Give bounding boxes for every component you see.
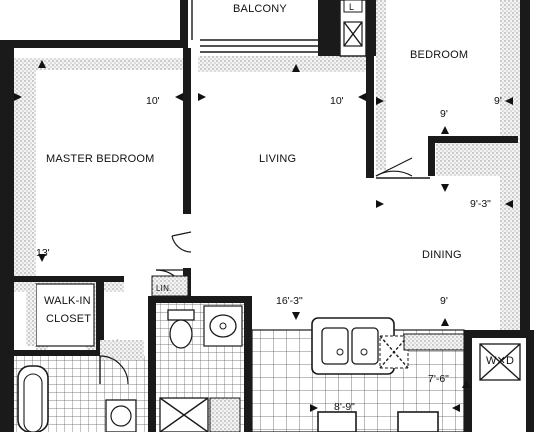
bathroom [156, 303, 244, 432]
label-washer-dryer: W✕D [486, 355, 514, 367]
dim-bedroom-depth: 9' [440, 108, 448, 120]
room-label-dining: DINING [422, 249, 462, 261]
room-label-living: LIVING [259, 153, 296, 165]
walk-in-closet [35, 283, 95, 347]
room-label-balcony: BALCONY [233, 3, 287, 15]
linen-closet [151, 275, 189, 297]
balcony-area [191, 0, 318, 53]
dim-living-width: 10' [330, 95, 344, 107]
dimension-arrows [14, 60, 513, 412]
laundry-closet [472, 338, 526, 432]
dimension-labels: 10' 10' 9' 9' 9'-3" 13' 16'-3" 9' 7'-6" … [36, 95, 502, 413]
dim-dining-width: 9' [440, 295, 448, 307]
room-label-master-bedroom: MASTER BEDROOM [46, 153, 155, 165]
dim-kitchen-length: 8'-9" [334, 401, 355, 413]
room-label-linen: LIN. [156, 284, 171, 293]
room-label-walk-in: WALK-IN [44, 295, 91, 307]
ensuite-bathroom [14, 340, 148, 432]
walls [0, 0, 534, 432]
label-utility-tag: L [349, 2, 354, 12]
dim-master-width: 10' [146, 95, 160, 107]
room-label-closet-text: CLOSET [46, 313, 91, 325]
room-labels: BALCONY BEDROOM MASTER BEDROOM LIVING DI… [44, 2, 514, 367]
room-label-bedroom: BEDROOM [410, 49, 468, 61]
dim-master-length: 13' [36, 247, 50, 259]
dim-dining-depth: 9'-3" [470, 198, 491, 210]
kitchen-floor [251, 317, 465, 432]
utility-closet [339, 0, 367, 57]
dim-bedroom-width: 9' [494, 95, 502, 107]
dim-kitchen-width: 7'-6" [428, 373, 449, 385]
dim-living-dining-length: 16'-3" [276, 295, 303, 307]
